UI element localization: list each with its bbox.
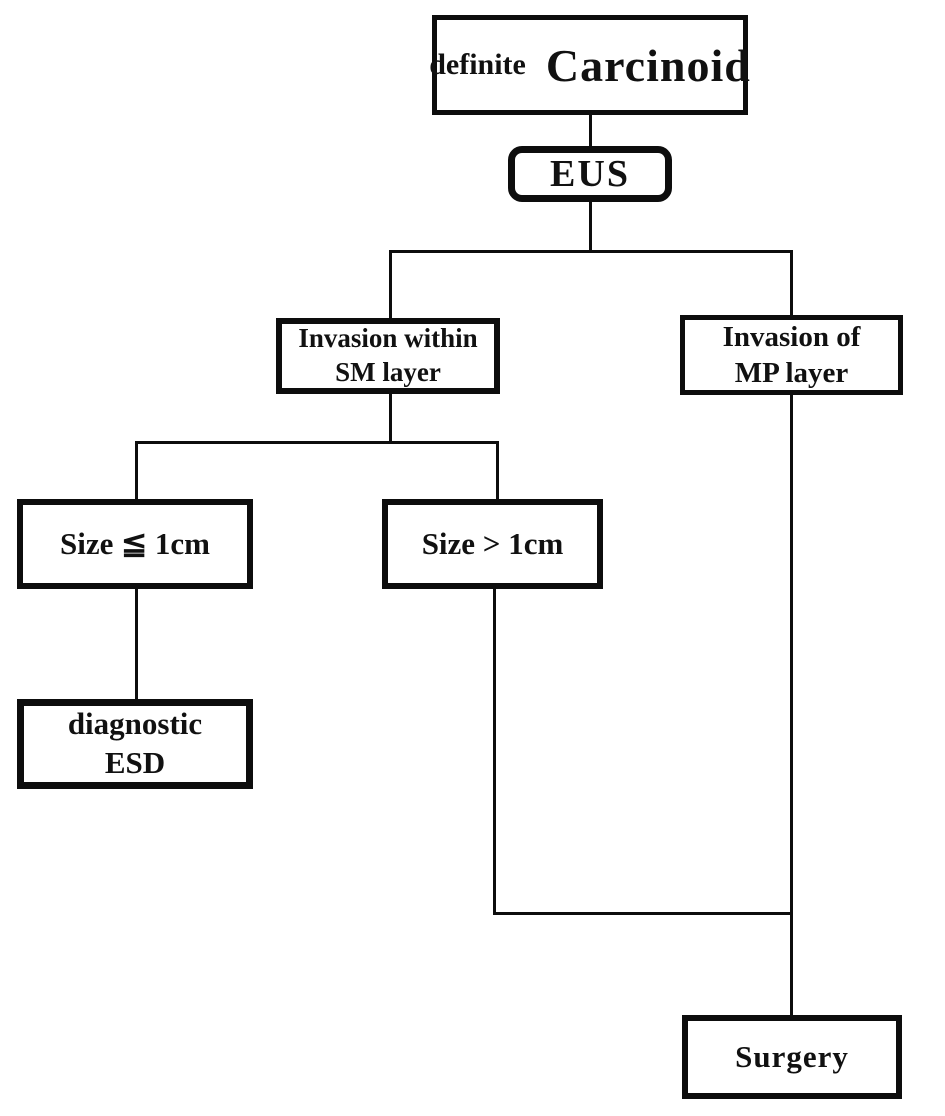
edge-size-branch-bar [135,441,499,444]
node-size-le-1cm: Size ≦ 1cm [17,499,253,589]
size-le-1cm-label: Size ≦ 1cm [60,526,210,561]
edge-size-large-join-bar [493,912,793,915]
node-size-gt-1cm: Size > 1cm [382,499,603,589]
surgery-label: Surgery [735,1039,849,1074]
edge-eus-branch-bar [389,250,793,253]
node-definite-carcinoid: definite Carcinoid [429,15,751,115]
node-invasion-within-sm-layer: Invasion within SM layer [276,318,500,394]
sm-layer-line2: SM layer [335,357,441,387]
node-eus: EUS [508,146,672,202]
definite-label: definite [429,48,526,81]
edge-size-large-down [493,587,496,915]
edge-branch-to-size-large [496,441,499,501]
carcinoid-label: Carcinoid [545,39,751,91]
mp-layer-line2: MP layer [734,357,849,389]
edge-mp-layer-to-surgery [790,393,793,1017]
edge-branch-to-size-small [135,441,138,501]
esd-line1: diagnostic [67,706,203,742]
edge-sm-layer-stem [389,392,392,443]
sm-layer-line1: Invasion within [298,323,478,354]
node-surgery: Surgery [682,1015,902,1099]
edge-branch-to-mp-layer [790,250,793,317]
edge-branch-to-sm-layer [389,250,392,320]
eus-label: EUS [550,153,630,195]
size-gt-1cm-label: Size > 1cm [421,526,564,561]
node-diagnostic-esd: diagnostic ESD [17,699,253,789]
edge-carcinoid-to-eus [589,113,592,148]
node-invasion-of-mp-layer: Invasion of MP layer [680,315,903,395]
mp-layer-line1: Invasion of [722,320,861,353]
edge-eus-stem [589,200,592,252]
esd-line2: ESD [104,745,166,780]
edge-size-small-to-esd [135,587,138,701]
